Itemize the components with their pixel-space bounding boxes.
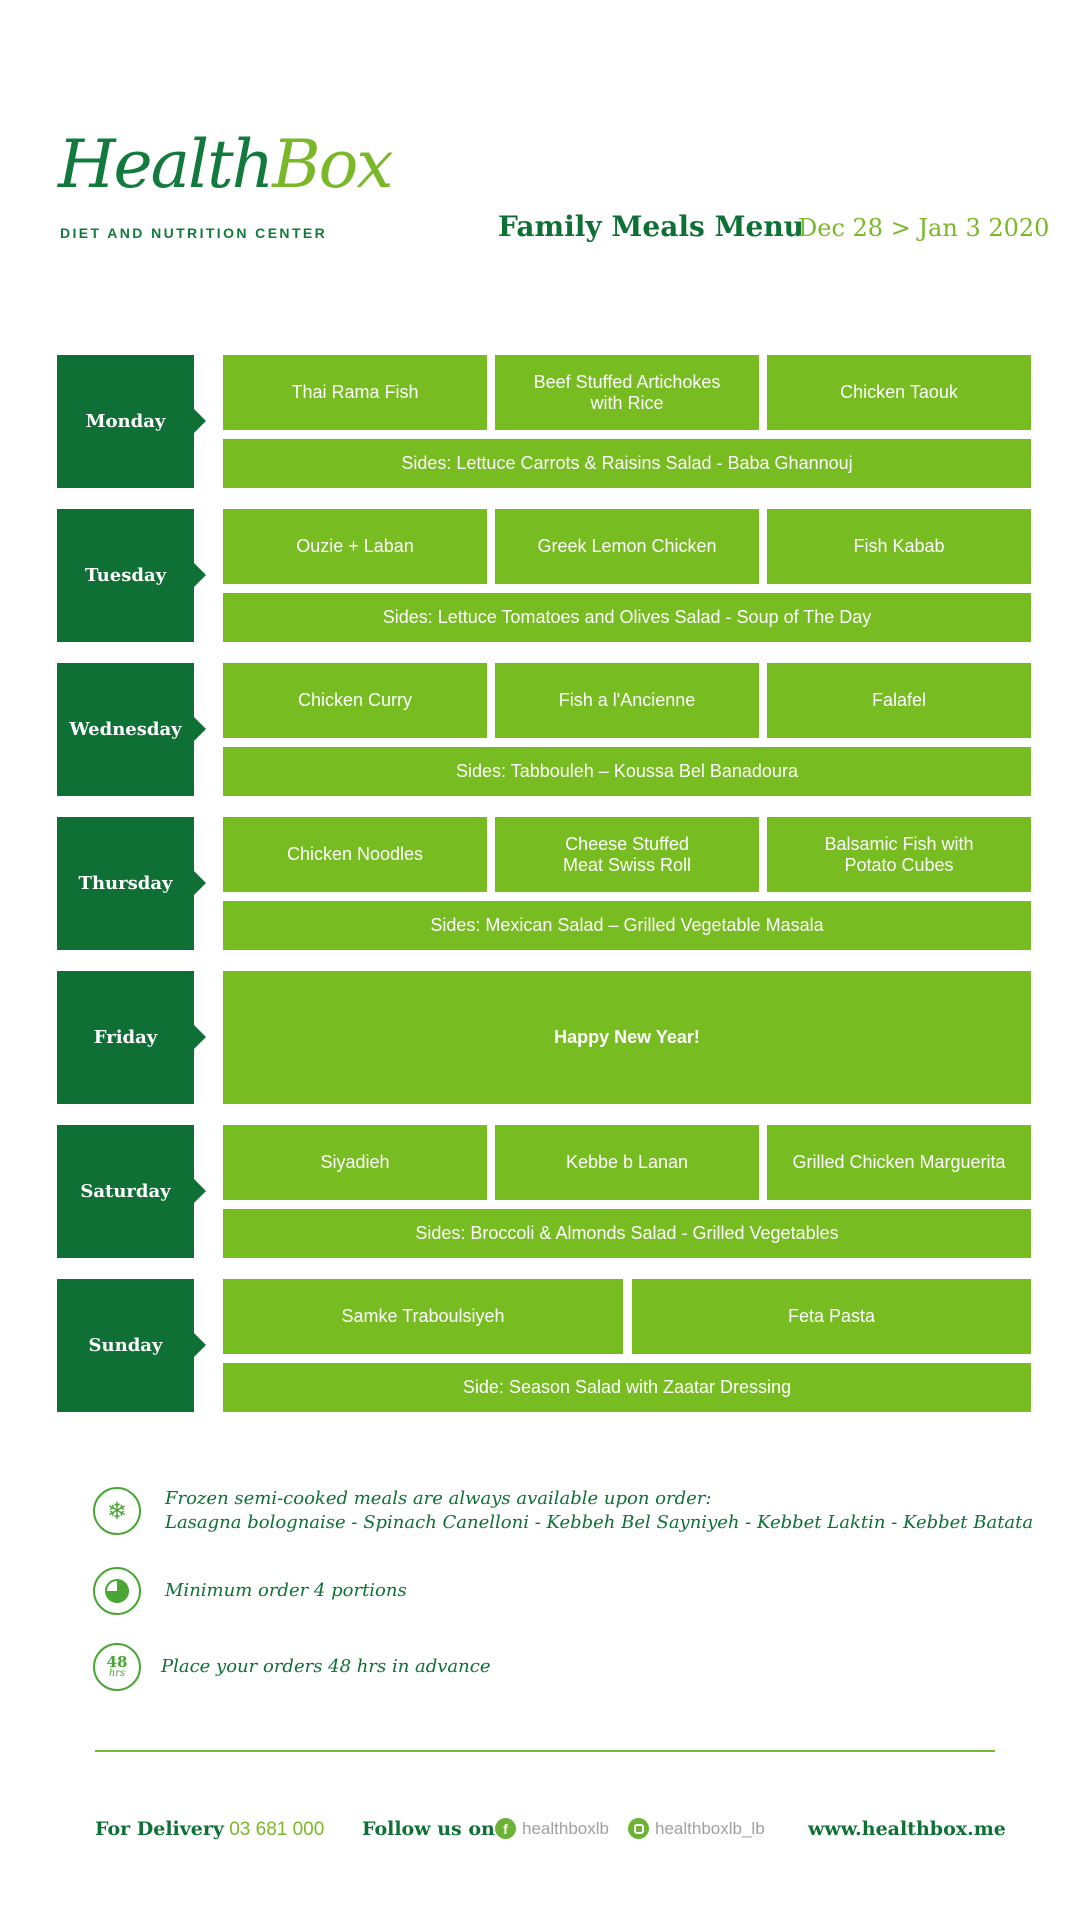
pie-chart-icon	[93, 1567, 141, 1615]
delivery-phone[interactable]: 03 681 000	[229, 1819, 325, 1840]
follow-label: Follow us on	[362, 1818, 495, 1840]
snowflake-icon: ❄	[93, 1487, 141, 1535]
instagram-icon	[628, 1818, 649, 1840]
divider	[95, 1750, 995, 1752]
note-advance: 48 hrs Place your orders 48 hrs in advan…	[93, 1643, 993, 1703]
meal-cell: Kebbe b Lanan	[495, 1125, 759, 1200]
footer-website[interactable]: www.healthbox.me	[808, 1818, 1006, 1846]
day-row-monday: Monday Thai Rama Fish Beef Stuffed Artic…	[57, 355, 1031, 488]
meal-cell: Chicken Noodles	[223, 817, 487, 892]
meal-cell: Beef Stuffed Artichokes with Rice	[495, 355, 759, 430]
meal-cell: Siyadieh	[223, 1125, 487, 1200]
meal-cell: Samke Traboulsiyeh	[223, 1279, 623, 1354]
meal-cell: Fish Kabab	[767, 509, 1031, 584]
day-label: Thursday	[57, 817, 206, 950]
meal-cell: Chicken Taouk	[767, 355, 1031, 430]
day-label: Sunday	[57, 1279, 206, 1412]
note-advance-text: Place your orders 48 hrs in advance	[161, 1656, 491, 1677]
facebook-handle[interactable]: healthboxlb	[522, 1819, 609, 1838]
sides-cell: Side: Season Salad with Zaatar Dressing	[223, 1363, 1031, 1412]
page-title: Family Meals Menu	[498, 210, 805, 243]
special-cell: Happy New Year!	[223, 971, 1031, 1104]
clock-48-icon: 48 hrs	[93, 1643, 141, 1691]
logo-tagline: DIET AND NUTRITION CENTER	[60, 225, 328, 241]
meal-cell: Ouzie + Laban	[223, 509, 487, 584]
facebook-icon: f	[495, 1818, 516, 1840]
meal-cell: Balsamic Fish with Potato Cubes	[767, 817, 1031, 892]
sides-cell: Sides: Mexican Salad – Grilled Vegetable…	[223, 901, 1031, 950]
instagram-handle[interactable]: healthboxlb_lb	[655, 1819, 765, 1838]
note-frozen-line1: Frozen semi-cooked meals are always avai…	[165, 1488, 712, 1509]
footer-instagram[interactable]: healthboxlb_lb	[628, 1818, 765, 1846]
website-link[interactable]: www.healthbox.me	[808, 1818, 1006, 1840]
note-frozen: ❄ Frozen semi-cooked meals are always av…	[93, 1487, 1033, 1547]
sides-cell: Sides: Tabbouleh – Koussa Bel Banadoura	[223, 747, 1031, 796]
footer-delivery: For Delivery 03 681 000	[95, 1818, 324, 1846]
footer-facebook[interactable]: f healthboxlb	[495, 1818, 609, 1846]
meal-cell: Chicken Curry	[223, 663, 487, 738]
day-row-thursday: Thursday Chicken Noodles Cheese Stuffed …	[57, 817, 1031, 950]
delivery-label: For Delivery	[95, 1818, 224, 1840]
hrs-number: 48	[106, 1653, 128, 1671]
note-minimum: Minimum order 4 portions	[93, 1567, 993, 1627]
day-label: Wednesday	[57, 663, 206, 796]
logo-box: Box	[272, 126, 393, 203]
logo: HealthBox DIET AND NUTRITION CENTER	[58, 125, 394, 245]
note-frozen-line2: Lasagna bolognaise - Spinach Canelloni -…	[165, 1512, 1034, 1533]
sides-cell: Sides: Lettuce Carrots & Raisins Salad -…	[223, 439, 1031, 488]
footer-follow: Follow us on	[362, 1818, 495, 1846]
logo-health: Health	[58, 126, 274, 203]
day-label: Saturday	[57, 1125, 206, 1258]
sides-cell: Sides: Lettuce Tomatoes and Olives Salad…	[223, 593, 1031, 642]
day-label: Tuesday	[57, 509, 206, 642]
note-minimum-text: Minimum order 4 portions	[165, 1580, 407, 1601]
meal-cell: Cheese Stuffed Meat Swiss Roll	[495, 817, 759, 892]
hrs-label: hrs	[108, 1668, 126, 1679]
day-row-saturday: Saturday Siyadieh Kebbe b Lanan Grilled …	[57, 1125, 1031, 1258]
meal-cell: Greek Lemon Chicken	[495, 509, 759, 584]
logo-wordmark: HealthBox	[58, 125, 394, 205]
meal-cell: Feta Pasta	[632, 1279, 1031, 1354]
meal-cell: Thai Rama Fish	[223, 355, 487, 430]
day-label: Monday	[57, 355, 206, 488]
sides-cell: Sides: Broccoli & Almonds Salad - Grille…	[223, 1209, 1031, 1258]
meal-cell: Falafel	[767, 663, 1031, 738]
meal-cell: Grilled Chicken Marguerita	[767, 1125, 1031, 1200]
day-label: Friday	[57, 971, 206, 1104]
day-row-tuesday: Tuesday Ouzie + Laban Greek Lemon Chicke…	[57, 509, 1031, 642]
meal-cell: Fish a l'Ancienne	[495, 663, 759, 738]
day-row-friday: Friday Happy New Year!	[57, 971, 1031, 1104]
date-range: Dec 28 > Jan 3 2020	[798, 214, 1050, 242]
day-row-sunday: Sunday Samke Traboulsiyeh Feta Pasta Sid…	[57, 1279, 1031, 1412]
day-row-wednesday: Wednesday Chicken Curry Fish a l'Ancienn…	[57, 663, 1031, 796]
